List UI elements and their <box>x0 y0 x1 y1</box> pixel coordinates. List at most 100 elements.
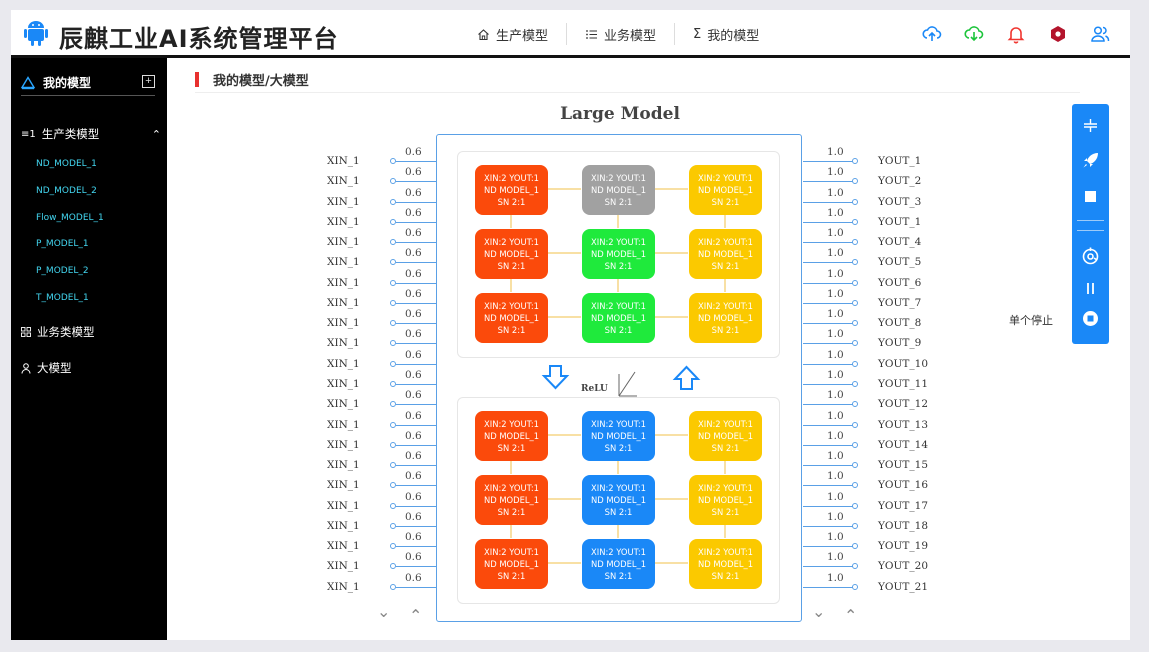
output-port[interactable] <box>852 421 858 428</box>
output-port[interactable] <box>852 340 858 347</box>
input-port[interactable] <box>390 360 396 367</box>
input-port[interactable] <box>390 563 396 570</box>
input-weight: 0.6 <box>405 308 422 321</box>
input-port[interactable] <box>390 320 396 327</box>
upload-icon[interactable] <box>922 24 942 44</box>
download-icon[interactable] <box>964 24 984 44</box>
output-port[interactable] <box>852 482 858 489</box>
output-port[interactable] <box>852 401 858 408</box>
split-icon[interactable] <box>1081 116 1100 135</box>
output-port[interactable] <box>852 462 858 469</box>
output-port[interactable] <box>852 563 858 570</box>
input-port[interactable] <box>390 482 396 489</box>
input-weight: 0.6 <box>405 429 422 442</box>
output-port[interactable] <box>852 178 858 185</box>
users-icon[interactable] <box>1090 24 1110 44</box>
output-port[interactable] <box>852 320 858 327</box>
input-port[interactable] <box>390 340 396 347</box>
output-port[interactable] <box>852 198 858 205</box>
output-label: YOUT_11 <box>878 377 929 390</box>
output-port[interactable] <box>852 543 858 550</box>
scroll-down-right-icon[interactable]: ⌄ <box>812 602 826 621</box>
sidebar-item-nd-model-1[interactable]: ND_MODEL_1 <box>36 159 97 169</box>
hexagon-icon[interactable] <box>1048 24 1068 44</box>
nav-production-models[interactable]: 生产模型 <box>459 23 568 45</box>
output-port[interactable] <box>852 502 858 509</box>
input-port[interactable] <box>390 259 396 266</box>
input-port[interactable] <box>390 441 396 448</box>
sidebar-item-t-model-1[interactable]: T_MODEL_1 <box>36 293 89 303</box>
person-icon <box>21 362 31 374</box>
input-port[interactable] <box>390 502 396 509</box>
input-port[interactable] <box>390 299 396 306</box>
nav-my-models[interactable]: Σ 我的模型 <box>675 23 777 45</box>
sidebar-item-flow-model-1[interactable]: Flow_MODEL_1 <box>36 213 104 223</box>
scroll-up-right-icon[interactable]: ⌃ <box>844 606 858 625</box>
input-port[interactable] <box>390 279 396 286</box>
stop-square-icon[interactable] <box>1081 187 1100 206</box>
relu-label: ReLU <box>581 384 608 394</box>
input-port[interactable] <box>390 401 396 408</box>
bell-icon[interactable] <box>1006 24 1026 44</box>
input-port[interactable] <box>390 421 396 428</box>
input-label: XIN_1 <box>327 195 360 208</box>
output-port[interactable] <box>852 299 858 306</box>
output-port[interactable] <box>852 218 858 225</box>
input-port[interactable] <box>390 218 396 225</box>
input-port[interactable] <box>390 522 396 529</box>
chevron-up-icon[interactable]: ⌃ <box>151 127 161 141</box>
output-port[interactable] <box>852 239 858 246</box>
output-port[interactable] <box>852 360 858 367</box>
output-port[interactable] <box>852 380 858 387</box>
input-port[interactable] <box>390 380 396 387</box>
output-port[interactable] <box>852 583 858 590</box>
add-model-icon[interactable]: + <box>142 75 155 88</box>
input-port[interactable] <box>390 178 396 185</box>
input-port[interactable] <box>390 158 396 164</box>
output-port[interactable] <box>852 259 858 266</box>
scroll-up-left-icon[interactable]: ⌃ <box>409 606 423 625</box>
target-icon[interactable] <box>1081 247 1100 266</box>
output-port[interactable] <box>852 279 858 286</box>
rocket-icon[interactable] <box>1081 151 1100 170</box>
pause-icon[interactable] <box>1081 279 1100 298</box>
input-port[interactable] <box>390 198 396 205</box>
sidebar-group-large-model[interactable]: 大模型 <box>21 360 161 376</box>
sidebar-group-production[interactable]: ≡1 生产类模型 ⌃ <box>21 126 161 142</box>
input-port[interactable] <box>390 543 396 550</box>
output-port[interactable] <box>852 158 858 164</box>
output-port[interactable] <box>852 441 858 448</box>
scroll-down-left-icon[interactable]: ⌄ <box>377 602 391 621</box>
output-label: YOUT_1 <box>878 215 922 228</box>
list-number-icon: ≡1 <box>21 128 36 140</box>
nav-business-models[interactable]: 业务模型 <box>567 23 676 45</box>
output-weight: 1.0 <box>827 206 844 219</box>
input-port[interactable] <box>390 462 396 469</box>
sidebar-item-nd-model-2[interactable]: ND_MODEL_2 <box>36 186 97 196</box>
stop-circle-icon[interactable] <box>1081 309 1100 328</box>
sidebar-item-p-model-2[interactable]: P_MODEL_2 <box>36 266 89 276</box>
sidebar-item-p-model-1[interactable]: P_MODEL_1 <box>36 239 89 249</box>
output-port[interactable] <box>852 522 858 529</box>
sidebar-group-business[interactable]: 业务类模型 <box>21 324 161 340</box>
input-port[interactable] <box>390 583 396 590</box>
input-port[interactable] <box>390 239 396 246</box>
